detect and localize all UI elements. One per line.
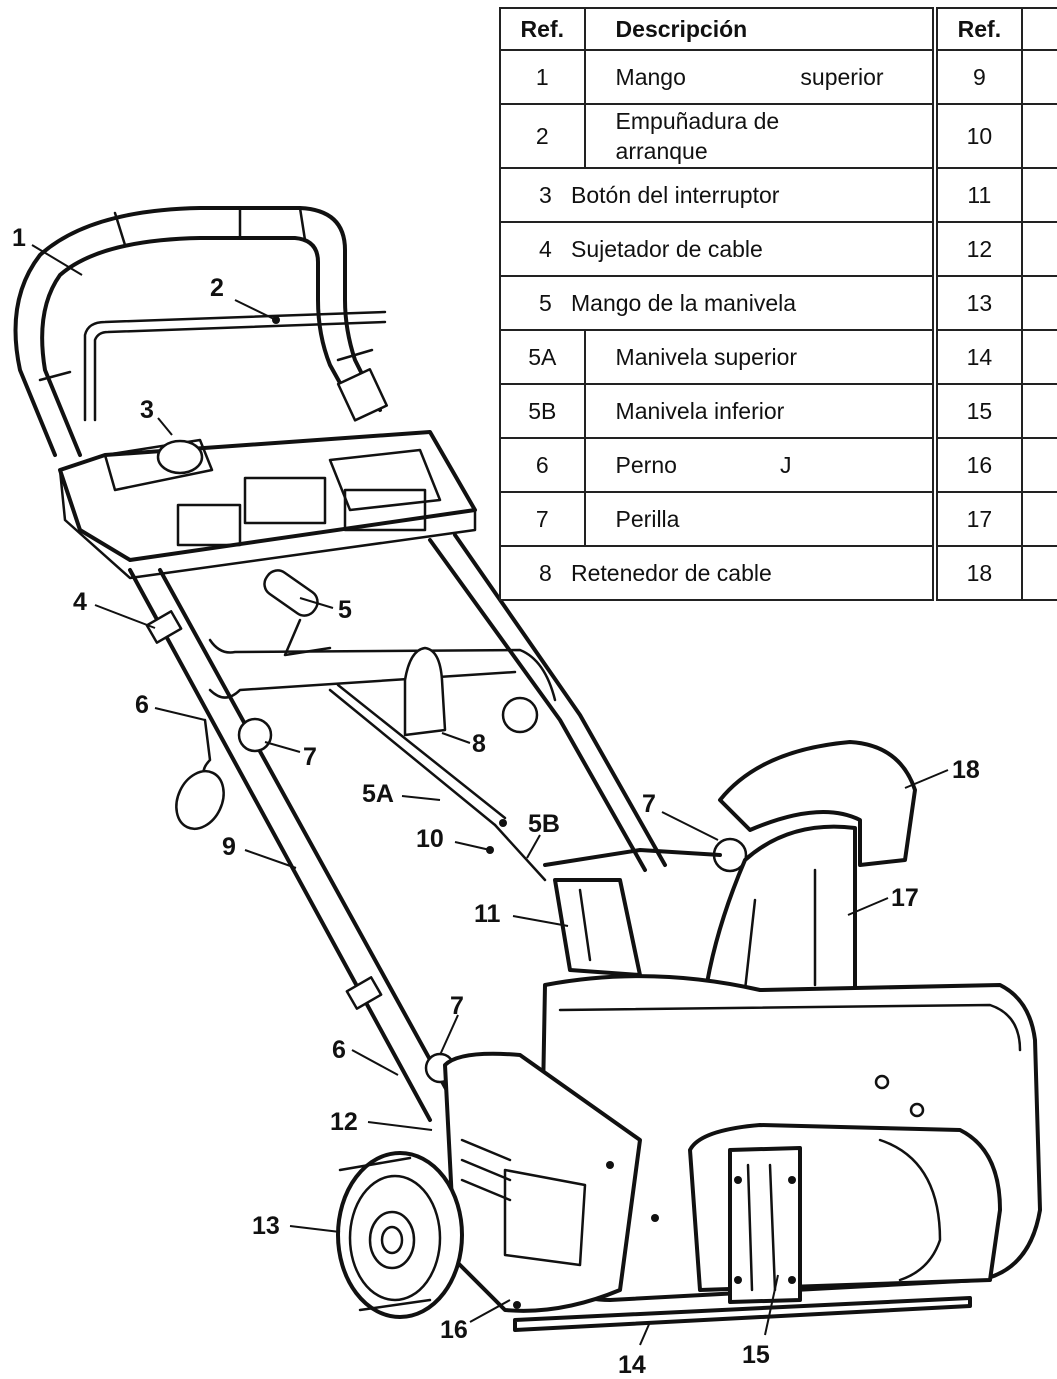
description-cell: Manivela inferior bbox=[583, 383, 934, 439]
description-cell: Mango superior bbox=[583, 49, 934, 105]
callout-2: 2 bbox=[210, 274, 224, 302]
ref-cell: 6 bbox=[499, 437, 586, 493]
callout-5a: 5A bbox=[362, 780, 394, 808]
description-cell: Manivela superior bbox=[583, 329, 934, 385]
ref-cell: 3 bbox=[539, 181, 552, 208]
housing-upper bbox=[543, 848, 722, 977]
side-cover bbox=[443, 1051, 659, 1313]
callout-1: 1 bbox=[12, 224, 26, 252]
ref-cell: 5 bbox=[539, 289, 552, 316]
callout-14: 14 bbox=[618, 1351, 646, 1379]
description-cell: Perilla bbox=[583, 491, 934, 547]
description-text: Mango de la manivela bbox=[571, 289, 797, 316]
callout-10: 10 bbox=[416, 825, 444, 853]
table-header-row: Ref. Descripción Ref. bbox=[499, 7, 1057, 51]
ref2-cell: 9 bbox=[936, 49, 1023, 105]
callout-4: 4 bbox=[73, 588, 87, 616]
callout-12: 12 bbox=[330, 1108, 358, 1136]
ref-cell: 8 bbox=[539, 559, 552, 586]
table-row: 3 Botón del interruptor 11 bbox=[499, 167, 1057, 223]
table-row: 1 Mango superior 9 bbox=[499, 49, 1057, 105]
merged-cell: 8 Retenedor de cable bbox=[499, 545, 934, 601]
table-row: 5A Manivela superior 14 bbox=[499, 329, 1057, 385]
callout-5b: 5B bbox=[528, 810, 560, 838]
callout-3: 3 bbox=[140, 396, 154, 424]
callout-7-lower: 7 bbox=[450, 992, 464, 1020]
merged-cell: 3 Botón del interruptor bbox=[499, 167, 934, 223]
table-row: 8 Retenedor de cable 18 bbox=[499, 545, 1057, 601]
ref2-cell: 17 bbox=[936, 491, 1023, 547]
description-text: J bbox=[780, 451, 792, 478]
wheel bbox=[336, 1151, 464, 1319]
description-cell: Perno J bbox=[583, 437, 934, 493]
cable-retainer bbox=[403, 646, 447, 737]
crank-assembly bbox=[263, 569, 547, 882]
callout-5: 5 bbox=[338, 596, 352, 624]
ref2-cell: 11 bbox=[936, 167, 1023, 223]
knobs bbox=[237, 696, 748, 1084]
description-cell: Empuñadura de arranque bbox=[583, 103, 934, 169]
callouts: 1 2 3 4 5 6 7 8 5A 5B 9 10 11 7 18 17 7 bbox=[12, 224, 980, 1379]
table-row: 6 Perno J 16 bbox=[499, 437, 1057, 493]
ref2-cell: 18 bbox=[936, 545, 1023, 601]
table-row: 2 Empuñadura de arranque 10 bbox=[499, 103, 1057, 169]
table-row: 5B Manivela inferior 15 bbox=[499, 383, 1057, 439]
upper-handle bbox=[13, 206, 389, 457]
description-text: Sujetador de cable bbox=[571, 235, 763, 262]
ref2-cell: 10 bbox=[936, 103, 1023, 169]
ref2-cell: 16 bbox=[936, 437, 1023, 493]
callout-17: 17 bbox=[891, 884, 919, 912]
merged-cell: 5 Mango de la manivela bbox=[499, 275, 934, 331]
main-housing bbox=[513, 974, 1042, 1332]
callout-8: 8 bbox=[472, 730, 486, 758]
header-ref-2: Ref. bbox=[936, 7, 1023, 51]
table-row: 4 Sujetador de cable 12 bbox=[499, 221, 1057, 277]
ref2-cell: 13 bbox=[936, 275, 1023, 331]
callout-6-upper: 6 bbox=[135, 691, 149, 719]
header-description: Descripción bbox=[583, 7, 934, 51]
callout-7-left: 7 bbox=[303, 743, 317, 771]
merged-cell: 4 Sujetador de cable bbox=[499, 221, 934, 277]
table-row: 5 Mango de la manivela 13 bbox=[499, 275, 1057, 331]
callout-15: 15 bbox=[742, 1341, 770, 1369]
ref-cell: 2 bbox=[499, 103, 586, 169]
description-text: Perno bbox=[615, 451, 677, 478]
lower-handle bbox=[128, 533, 667, 1122]
ref-cell: 4 bbox=[539, 235, 552, 262]
ref2-cell: 12 bbox=[936, 221, 1023, 277]
header-ref: Ref. bbox=[499, 7, 586, 51]
callout-18: 18 bbox=[952, 756, 980, 784]
description-text: Mango bbox=[615, 63, 686, 90]
switch-box bbox=[58, 430, 477, 580]
description-text: Empuñadura de arranque bbox=[615, 108, 780, 164]
ref-cell: 5B bbox=[499, 383, 586, 439]
ref-cell: 1 bbox=[499, 49, 586, 105]
description-text: Botón del interruptor bbox=[571, 181, 780, 208]
callout-6-lower: 6 bbox=[332, 1036, 346, 1064]
ref-cell: 5A bbox=[499, 329, 586, 385]
parts-table: Ref. Descripción Ref. 1 Mango superior 9… bbox=[499, 7, 1057, 601]
power-plug bbox=[175, 718, 225, 830]
description-text: superior bbox=[800, 63, 884, 90]
start-bail bbox=[83, 310, 387, 422]
ref-cell: 7 bbox=[499, 491, 586, 547]
callout-13: 13 bbox=[252, 1212, 280, 1240]
callout-16: 16 bbox=[440, 1316, 468, 1344]
ref2-cell: 15 bbox=[936, 383, 1023, 439]
ref2-cell: 14 bbox=[936, 329, 1023, 385]
callout-11: 11 bbox=[474, 900, 501, 928]
callout-9: 9 bbox=[222, 833, 236, 861]
description-text: Retenedor de cable bbox=[571, 559, 772, 586]
callout-7-chute: 7 bbox=[642, 790, 656, 818]
discharge-chute bbox=[703, 740, 917, 1004]
table-row: 7 Perilla 17 bbox=[499, 491, 1057, 547]
